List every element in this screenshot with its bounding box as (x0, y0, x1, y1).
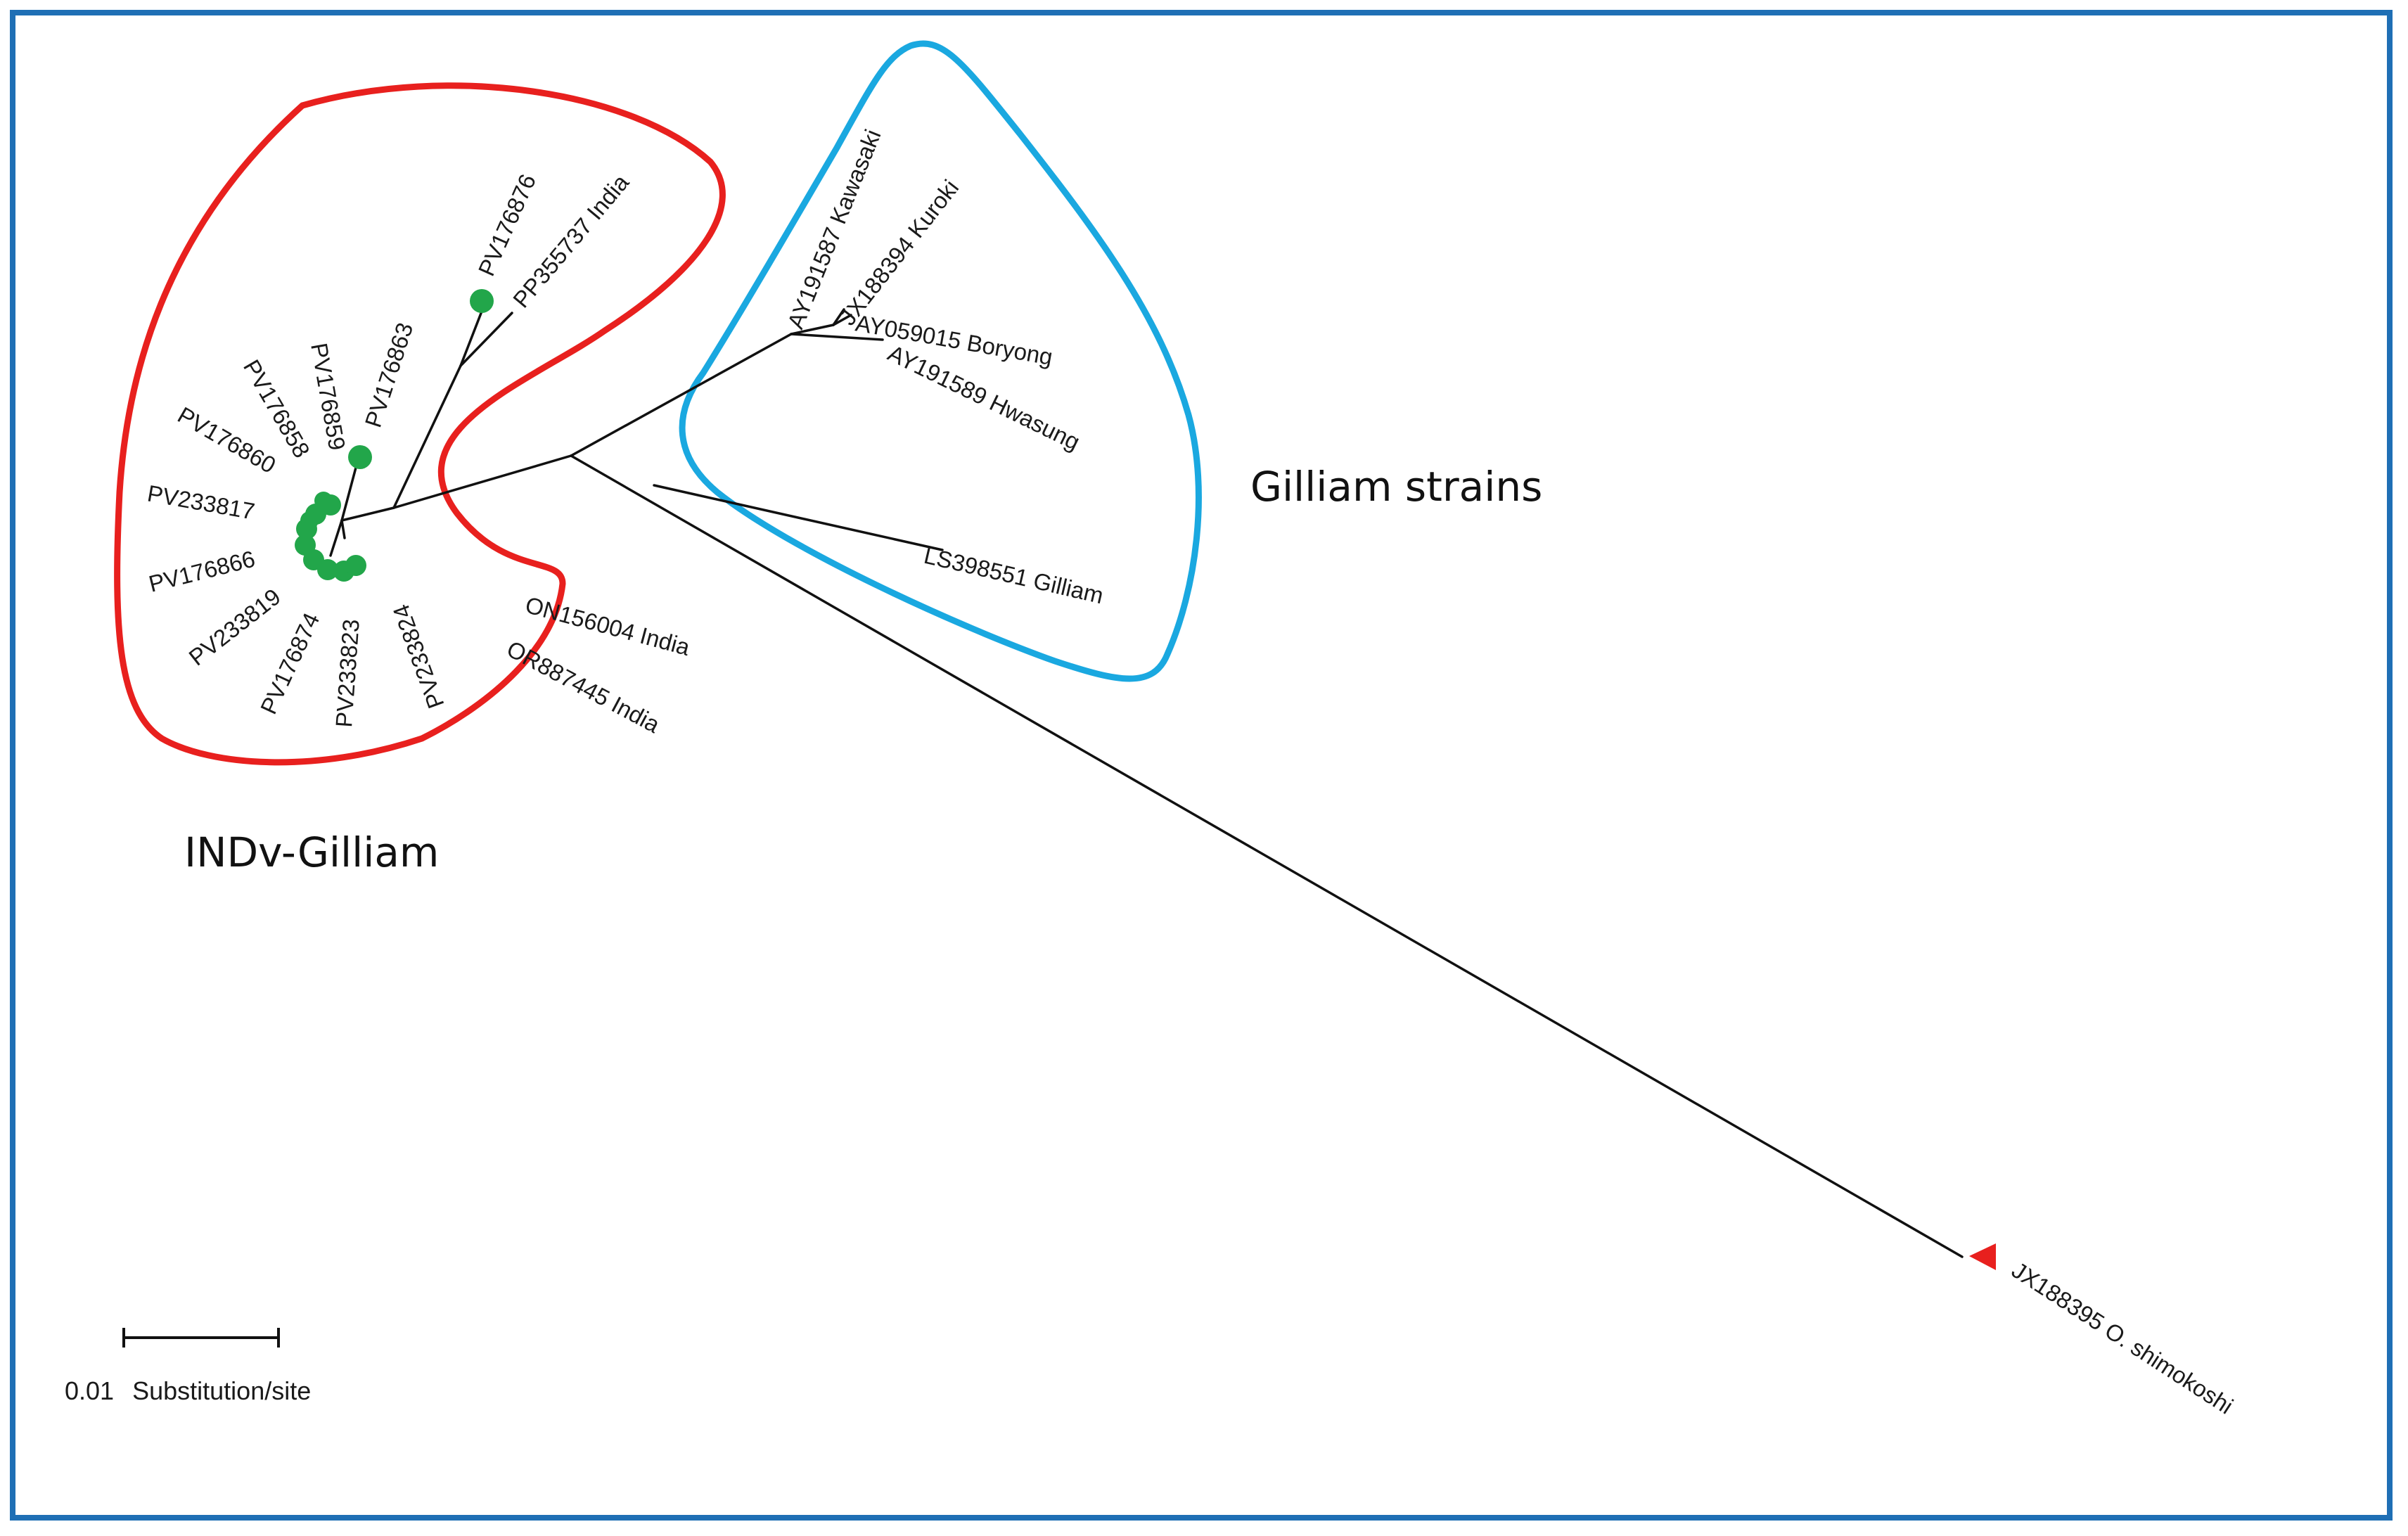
branch-main-to-north (570, 333, 793, 457)
leaf-label: PV176859 (306, 341, 350, 452)
branch-outgroup (570, 454, 1964, 1258)
outgroup-triangle-marker (1969, 1243, 1996, 1270)
leaf-label: PV233824 (388, 601, 449, 712)
leaf-label: PV233823 (331, 618, 364, 728)
sample-markers (295, 289, 494, 582)
scale-bar: 0.01 Substitution/site (65, 1328, 311, 1405)
branch-india-subclade (392, 364, 462, 509)
scale-value: 0.01 (65, 1376, 114, 1405)
marker-pv176863 (348, 445, 372, 469)
branch-main-to-india (392, 454, 572, 509)
india-clade-label: INDv-Gilliam (184, 828, 439, 876)
tree-branches (329, 305, 1964, 1258)
branch-kuroki (832, 314, 852, 326)
leaf-label: PV176876 (473, 170, 541, 280)
leaf-label: PV176866 (146, 546, 258, 597)
leaf-label: PV233817 (146, 480, 257, 524)
branch-kawasaki-tip (832, 308, 845, 326)
leaf-label: PV176874 (255, 609, 325, 718)
gilliam-clade-outline (679, 40, 1202, 682)
branch-pp355737 (459, 312, 513, 367)
branch-pv176876 (459, 305, 485, 367)
marker-cluster (314, 492, 333, 510)
branch-india-core (340, 506, 395, 522)
leaf-label: PV176863 (359, 319, 418, 430)
leaf-label: AY059015 Boryong (854, 309, 1055, 370)
branch-on156004 (340, 519, 346, 539)
marker-pv176876 (470, 289, 494, 313)
scale-unit: Substitution/site (132, 1376, 311, 1405)
gilliam-clade-label: Gilliam strains (1250, 463, 1542, 511)
leaf-label: OR887445 India (503, 636, 665, 738)
branch-north-to-kawasaki (790, 324, 835, 335)
marker-cluster (345, 555, 366, 576)
marker-cluster (300, 511, 319, 530)
svg-text:0.01 Substitution/site: 0.01 Substitution/site (65, 1376, 311, 1405)
branch-or887445 (329, 519, 343, 557)
leaf-label: PV176860 (174, 402, 281, 478)
marker-cluster (317, 559, 338, 580)
leaf-label: PV233819 (184, 583, 286, 670)
branch-north-to-boryong (790, 333, 884, 341)
branch-gilliam-stem (653, 484, 944, 551)
leaf-label: LS398551 Gilliam (921, 542, 1106, 609)
india-clade-outline (114, 82, 726, 766)
leaf-label: JX188395 O. shimokoshi (2007, 1257, 2238, 1419)
